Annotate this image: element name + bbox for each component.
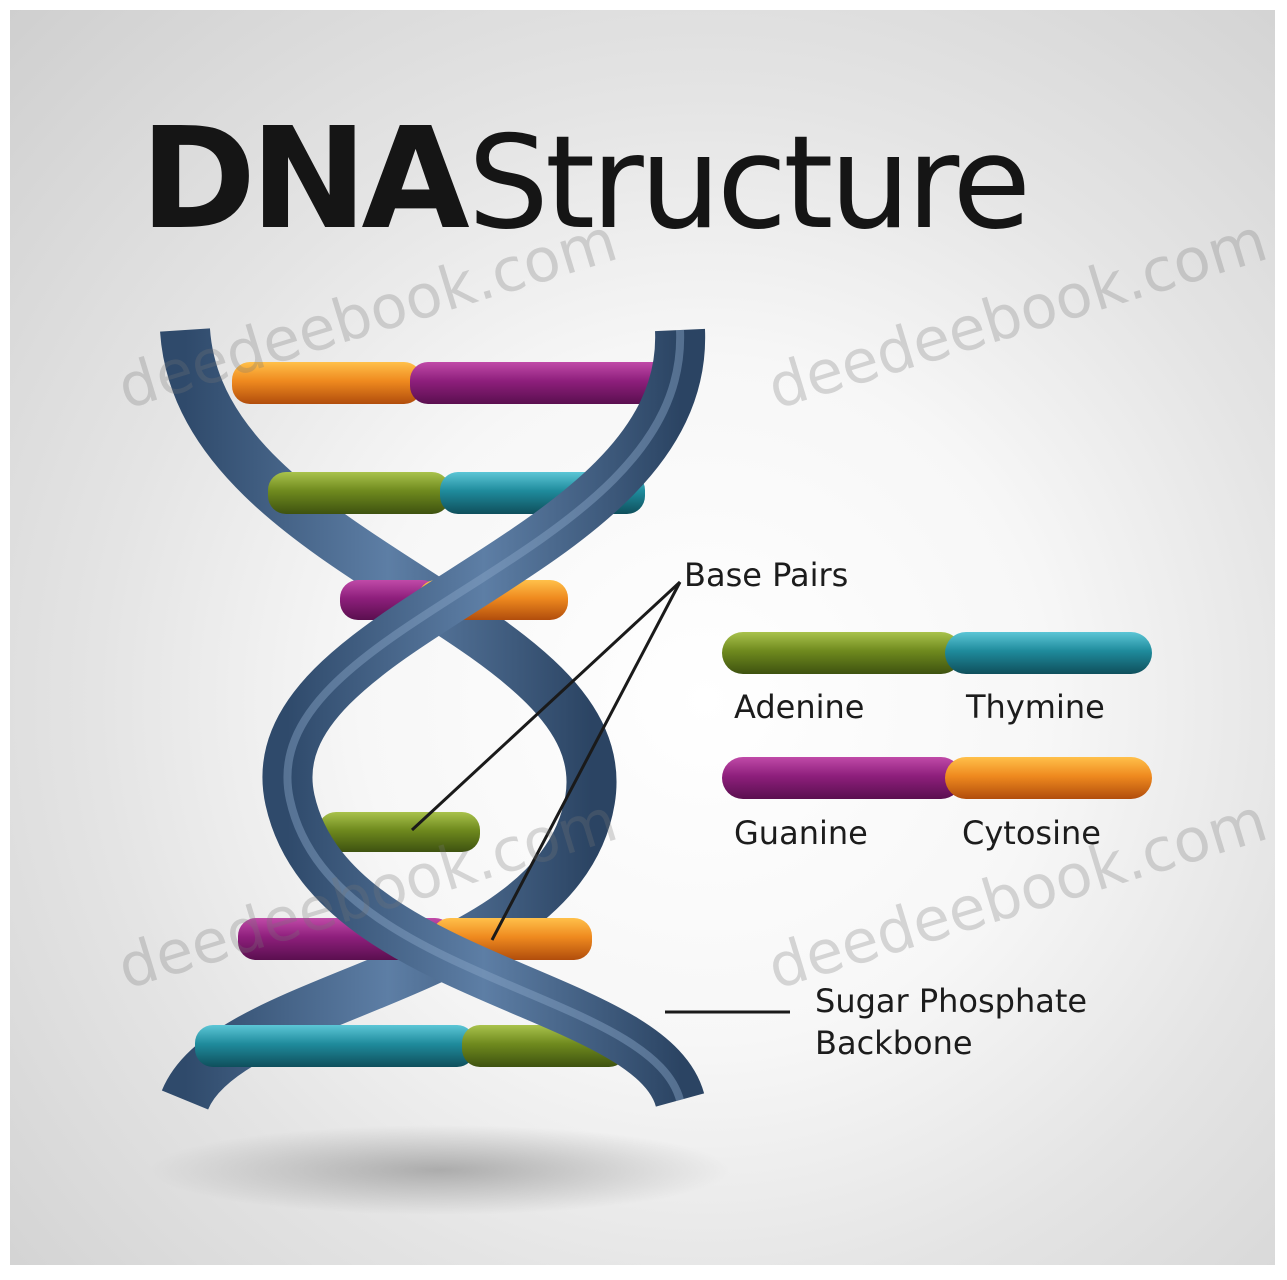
label-backbone-line-1: Sugar Phosphate (815, 982, 1087, 1020)
rung-6-thymine (195, 1025, 475, 1067)
legend-guanine-cytosine-bar (722, 757, 1152, 799)
legend-adenine-swatch (722, 632, 962, 674)
ground-shadow (150, 1125, 730, 1215)
label-guanine: Guanine (734, 814, 868, 852)
label-thymine: Thymine (966, 688, 1105, 726)
label-adenine: Adenine (734, 688, 864, 726)
legend-adenine-thymine-bar (722, 632, 1152, 674)
legend-guanine-swatch (722, 757, 962, 799)
label-base-pairs: Base Pairs (684, 556, 848, 594)
rung-1-guanine (410, 362, 682, 404)
legend-cytosine-swatch (945, 757, 1152, 799)
label-cytosine: Cytosine (962, 814, 1101, 852)
rung-4-adenine (318, 812, 480, 852)
rung-2-adenine (268, 472, 450, 514)
legend-thymine-swatch (945, 632, 1152, 674)
label-backbone-line-2: Backbone (815, 1024, 973, 1062)
rung-1-cytosine (232, 362, 422, 404)
